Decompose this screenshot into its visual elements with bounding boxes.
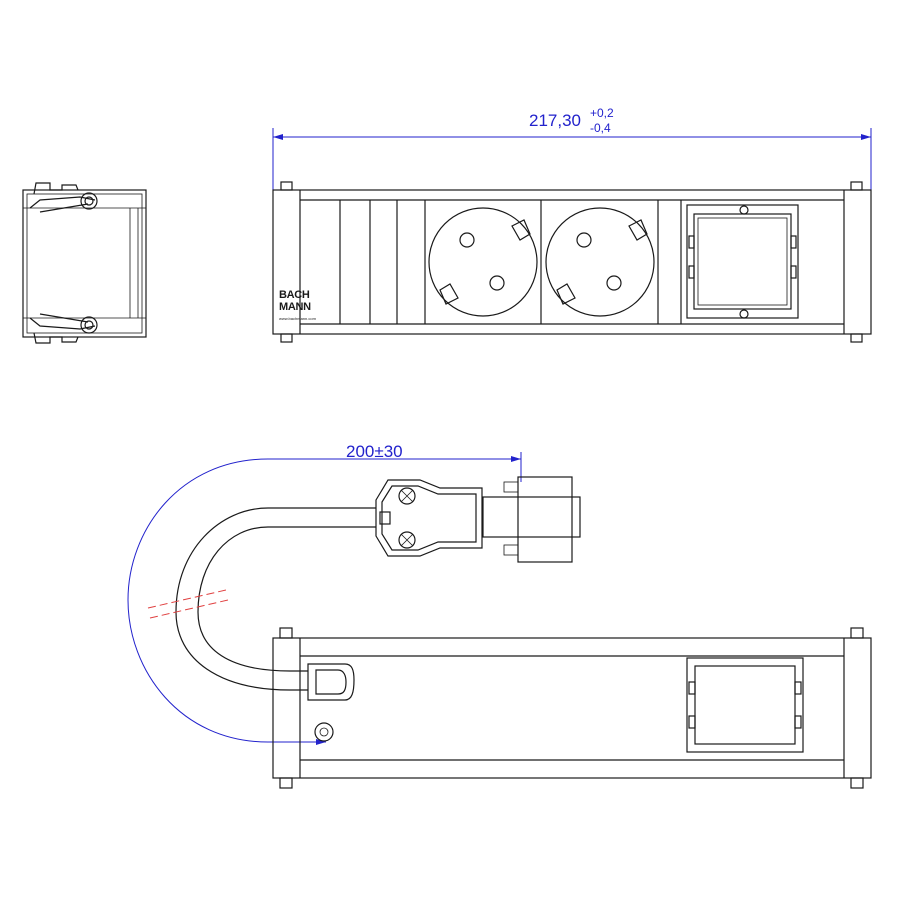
- length-dimension-value: 217,30: [529, 111, 581, 130]
- brand-logo-line1: BACH: [279, 289, 310, 301]
- cable-cut-marker: [147, 589, 227, 609]
- cable-gland: [307, 663, 355, 742]
- length-tolerance-lower: -0,4: [590, 121, 611, 135]
- cable-length-value: 200±30: [346, 442, 403, 461]
- module-slot-top: [686, 657, 804, 753]
- socket-schuko-2: [545, 200, 659, 324]
- length-dimension: 217,30 +0,2 -0,4: [272, 106, 872, 190]
- brand-website: www.bachmann.com: [279, 316, 317, 321]
- front-view: 217,30 +0,2 -0,4 BACH MANN www.bachmann.…: [272, 106, 872, 343]
- brand-logo-line2: MANN: [279, 301, 311, 313]
- module-slot-front: [686, 204, 799, 319]
- power-cable: [175, 507, 376, 691]
- gst-connector: [375, 476, 581, 563]
- length-tolerance-upper: +0,2: [590, 106, 614, 120]
- top-view: 200±30: [127, 442, 872, 789]
- cable-length-dimension: 200±30: [127, 442, 522, 745]
- socket-schuko-1: [428, 200, 542, 324]
- side-view: [22, 182, 147, 344]
